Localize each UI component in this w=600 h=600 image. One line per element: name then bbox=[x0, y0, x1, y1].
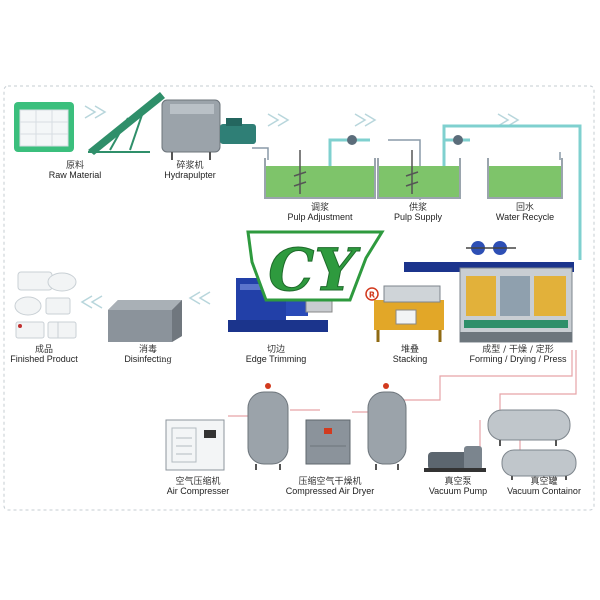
flow-arrow-icon bbox=[497, 113, 510, 127]
air-compressor-illustration bbox=[165, 419, 225, 471]
vacuum-container-label-en: Vacuum Containor bbox=[507, 486, 581, 496]
forming-label-cn: 成型 / 干燥 / 定形 bbox=[482, 343, 554, 355]
air-dryer-label-en: Compressed Air Dryer bbox=[286, 486, 375, 496]
flow-arrow-icon bbox=[198, 291, 211, 305]
dryer-cabinet-icon bbox=[305, 419, 351, 465]
tank-water-recycle bbox=[487, 158, 563, 199]
raw-material-bales-icon bbox=[19, 109, 69, 147]
edge-trimming-label-en: Edge Trimming bbox=[246, 354, 307, 364]
raw-material-illustration bbox=[14, 102, 74, 152]
water-recycle-label-cn: 回水 bbox=[516, 201, 534, 213]
tank-pulp-supply bbox=[377, 150, 461, 199]
flow-arrows-top bbox=[84, 105, 520, 127]
tank-water-fill bbox=[266, 166, 374, 197]
air-dryer-illustration bbox=[305, 419, 351, 465]
forming-machine-illustration bbox=[404, 241, 574, 343]
pipe-pulper-to-tank bbox=[252, 147, 269, 160]
logo-frame-icon bbox=[246, 230, 385, 302]
hydrapulper-illustration bbox=[161, 99, 256, 160]
pipe-recycle-to-forming bbox=[442, 124, 582, 260]
conveyor-belt-icon bbox=[88, 92, 165, 155]
air-receiver-icon bbox=[367, 391, 407, 465]
vacuum-vessel-icon bbox=[501, 449, 577, 477]
finished-product-illustration bbox=[14, 271, 77, 339]
flow-arrows-middle bbox=[80, 291, 211, 309]
disinfecting-label-en: Disinfecting bbox=[124, 354, 171, 364]
flow-arrow-icon bbox=[84, 105, 97, 119]
compressed-air-line bbox=[404, 350, 573, 401]
air-tank-right bbox=[367, 383, 407, 470]
air-tank-left bbox=[247, 383, 289, 470]
stacking-label-en: Stacking bbox=[393, 354, 428, 364]
plate-icon bbox=[14, 296, 42, 316]
air-compressor-label-en: Air Compresser bbox=[167, 486, 230, 496]
pulper-motor-icon bbox=[220, 124, 256, 144]
pulp-adjustment-label-cn: 调浆 bbox=[311, 201, 329, 213]
finished-product-label-en: Finished Product bbox=[10, 354, 78, 364]
bowl-icon bbox=[47, 272, 77, 292]
vacuum-pump-icon bbox=[428, 452, 468, 470]
flow-arrow-icon bbox=[364, 113, 377, 127]
pulp-supply-label-en: Pulp Supply bbox=[394, 212, 443, 222]
hydrapulpter-label-cn: 碎浆机 bbox=[176, 159, 203, 171]
tank-water-fill bbox=[489, 166, 561, 197]
flow-arrow-icon bbox=[80, 295, 93, 309]
stacking-label-cn: 堆叠 bbox=[401, 344, 419, 355]
flow-arrow-icon bbox=[94, 105, 107, 119]
vacuum-pump-label-cn: 真空泵 bbox=[444, 475, 471, 487]
cy-logo: CY R bbox=[246, 230, 385, 305]
stacking-illustration bbox=[374, 285, 444, 342]
raw-material-label-cn: 原料 bbox=[66, 159, 84, 171]
edge-trimming-label-cn: 切边 bbox=[267, 344, 285, 355]
air-compressor-label-cn: 空气压缩机 bbox=[175, 475, 220, 487]
registered-mark-text: R bbox=[369, 291, 375, 300]
forming-beam-icon bbox=[404, 262, 574, 272]
disinfecting-label-cn: 消毒 bbox=[139, 343, 157, 355]
flow-arrow-icon bbox=[90, 295, 103, 309]
raw-material-label-en: Raw Material bbox=[49, 170, 102, 180]
flow-arrow-icon bbox=[277, 113, 290, 127]
vacuum-container-label-cn: 真空罐 bbox=[530, 475, 557, 487]
pump-icon bbox=[347, 135, 357, 145]
pump-icon bbox=[453, 135, 463, 145]
vacuum-pump-illustration bbox=[424, 446, 486, 472]
box-icon bbox=[45, 297, 71, 315]
pulp-adjustment-label-en: Pulp Adjustment bbox=[287, 212, 353, 222]
tray-icon bbox=[17, 271, 53, 291]
diagram-frame bbox=[3, 85, 595, 511]
pulp-supply-label-cn: 供浆 bbox=[409, 201, 427, 213]
stacker-bed-icon bbox=[383, 285, 441, 303]
air-dryer-label-cn: 压缩空气干燥机 bbox=[298, 475, 361, 487]
compartment-tray-icon bbox=[47, 321, 77, 339]
conveyor-illustration bbox=[88, 92, 165, 155]
vacuum-vessel-icon bbox=[487, 409, 571, 441]
water-recycle-label-en: Water Recycle bbox=[496, 212, 554, 222]
flow-arrow-icon bbox=[188, 291, 201, 305]
vacuum-pump-label-en: Vacuum Pump bbox=[429, 486, 487, 496]
finished-product-label-cn: 成品 bbox=[35, 343, 53, 355]
vacuum-container-illustration bbox=[487, 409, 577, 480]
disinfecting-illustration bbox=[108, 300, 182, 342]
disinfect-cabinet-icon bbox=[108, 300, 182, 342]
flow-arrow-icon bbox=[507, 113, 520, 127]
tank-pulp-adjustment bbox=[264, 150, 376, 199]
flow-arrow-icon bbox=[267, 113, 280, 127]
tank-water-fill bbox=[379, 166, 459, 197]
hydrapulpter-label-en: Hydrapulpter bbox=[164, 170, 216, 180]
forming-label-en: Forming / Drying / Press bbox=[469, 354, 567, 364]
clamshell-icon bbox=[15, 321, 45, 339]
air-receiver-icon bbox=[247, 391, 289, 465]
flow-arrow-icon bbox=[354, 113, 367, 127]
logo-text: CY bbox=[268, 236, 361, 304]
vacuum-line bbox=[499, 350, 577, 412]
registered-mark-icon bbox=[365, 287, 379, 301]
